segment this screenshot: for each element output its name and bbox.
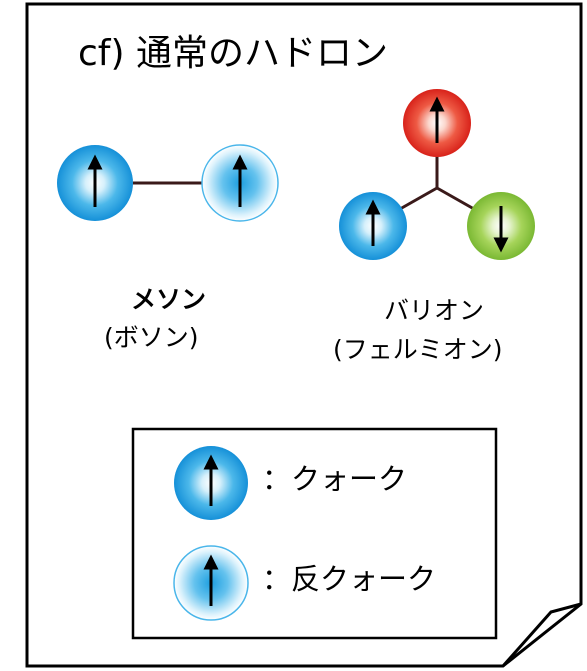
legend-quark-label: ：クォーク [262, 462, 408, 496]
legend-antiquark-label: ：反クォーク [262, 562, 437, 596]
baryon-sublabel: (フェルミオン) [333, 335, 503, 364]
page-title: cf) 通常のハドロン [78, 33, 388, 74]
paper-fold [501, 602, 582, 667]
meson-label: メソン [131, 285, 207, 314]
baryon-bond-blue [399, 186, 438, 211]
baryon-bond-green [436, 186, 475, 211]
meson-sublabel: (ボソン) [104, 323, 199, 352]
baryon-label: バリオン [384, 296, 485, 325]
